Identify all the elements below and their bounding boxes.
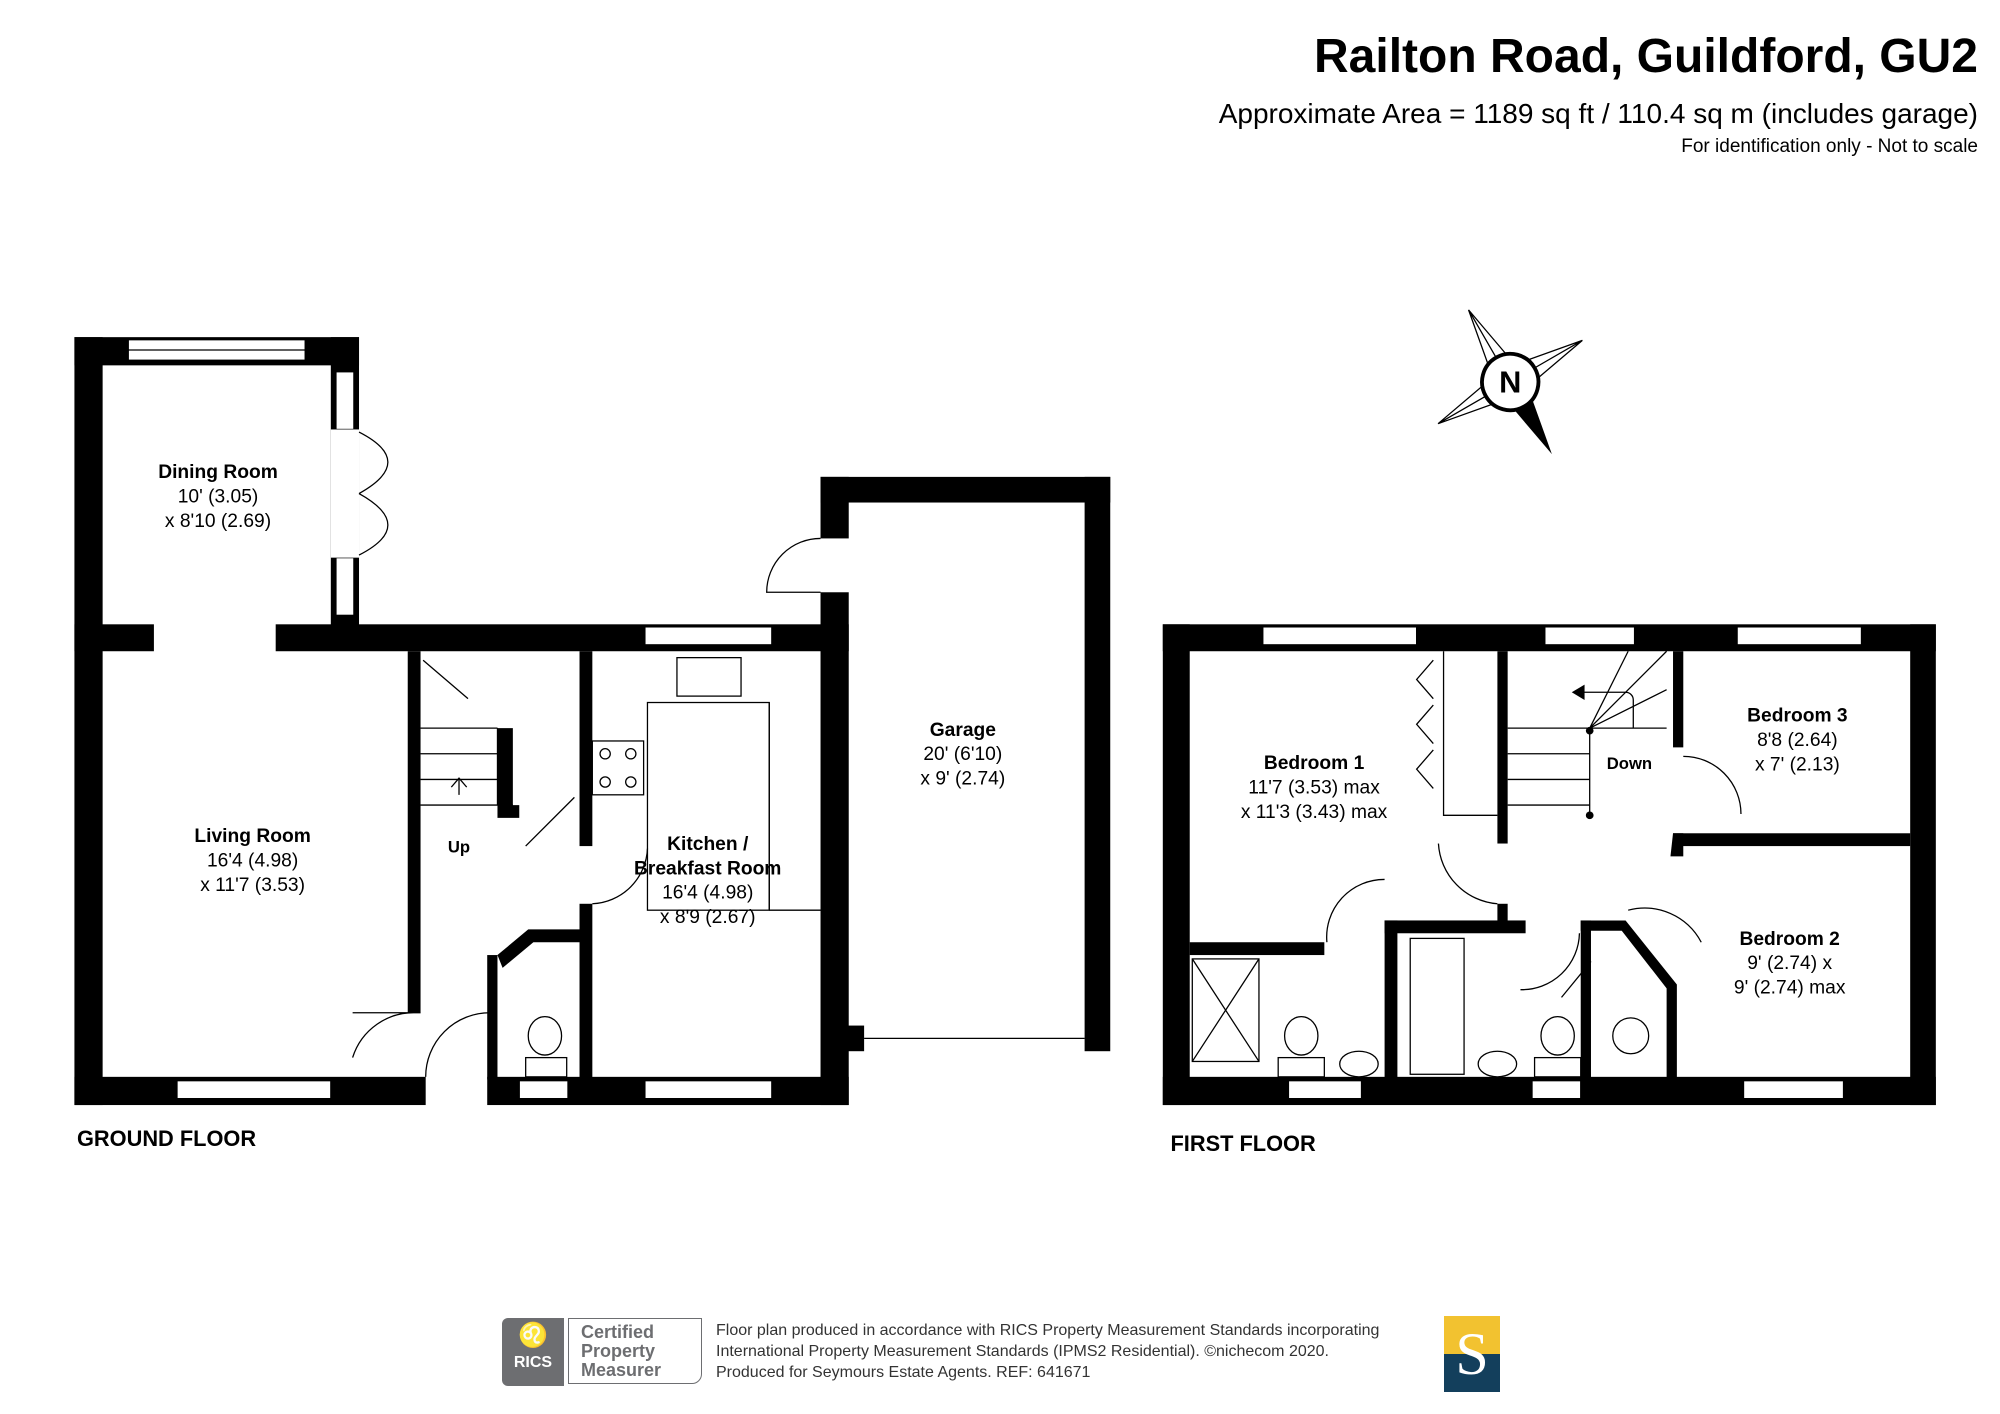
stairs-first: [1507, 650, 1668, 820]
room-name: Breakfast Room: [634, 858, 781, 879]
ground-floor-walls: [74, 337, 1111, 1106]
room-name: Garage: [930, 720, 997, 741]
stairs-label: Down: [1607, 754, 1652, 773]
room-dim: 8'8 (2.64): [1757, 730, 1838, 751]
stairs-label: Up: [448, 838, 470, 857]
room-dim: 16'4 (4.98): [662, 883, 753, 904]
stairs-ground: [420, 659, 520, 818]
cert-line: Certified: [581, 1322, 655, 1342]
room-dim: 10' (3.05): [178, 487, 259, 508]
footer-line: Produced for Seymours Estate Agents. REF…: [716, 1364, 1091, 1381]
room-name: Living Room: [194, 826, 310, 847]
cert-line: Property: [581, 1341, 656, 1361]
room-dim: x 9' (2.74): [920, 769, 1005, 790]
first-floor-walls: [1162, 624, 1936, 1106]
room-name: Dining Room: [158, 462, 278, 483]
property-title: Railton Road, Guildford, GU2: [1314, 30, 1978, 83]
footer-line: Floor plan produced in accordance with R…: [716, 1322, 1380, 1339]
compass-label: N: [1499, 364, 1521, 399]
room-dim: x 8'9 (2.67): [660, 907, 756, 928]
floor-label: GROUND FLOOR: [77, 1126, 256, 1151]
footer-text: Floor plan produced in accordance with R…: [716, 1320, 1436, 1383]
certified-badge: Certified Property Measurer: [568, 1318, 702, 1384]
header: Railton Road, Guildford, GU2 Approximate…: [1219, 28, 1978, 160]
room-dim: 11'7 (3.53) max: [1248, 778, 1380, 799]
room-name: Kitchen /: [667, 834, 749, 855]
first-floor-labels: Bedroom 1 11'7 (3.53) max x 11'3 (3.43) …: [1171, 706, 1848, 1156]
lion-icon: ♌: [518, 1322, 548, 1349]
rics-logo-text: RICS: [513, 1354, 553, 1371]
room-dim: x 11'3 (3.43) max: [1241, 802, 1388, 823]
room-dim: x 8'10 (2.69): [165, 511, 271, 532]
approximate-area: Approximate Area = 1189 sq ft / 110.4 sq…: [1218, 98, 1978, 129]
floor-label: FIRST FLOOR: [1171, 1131, 1316, 1156]
cert-line: Measurer: [581, 1360, 662, 1380]
room-dim: x 11'7 (3.53): [200, 875, 305, 896]
room-dim: 9' (2.74) max: [1734, 978, 1846, 999]
rics-logo: ♌ RICS: [502, 1318, 564, 1386]
seymours-logo-letter: S: [1455, 1321, 1489, 1387]
room-name: Bedroom 1: [1264, 753, 1365, 774]
ground-floor-labels: Dining Room 10' (3.05) x 8'10 (2.69) Liv…: [77, 462, 1005, 1151]
room-dim: x 7' (2.13): [1755, 754, 1840, 775]
room-dim: 16'4 (4.98): [207, 851, 298, 872]
scale-note: For identification only - Not to scale: [1681, 136, 1978, 157]
seymours-logo: S: [1444, 1316, 1500, 1392]
room-name: Bedroom 2: [1739, 929, 1839, 950]
footer-line: International Property Measurement Stand…: [716, 1343, 1329, 1360]
room-dim: 20' (6'10): [923, 744, 1002, 765]
room-dim: 9' (2.74) x: [1747, 953, 1832, 974]
north-arrow-icon: N: [1437, 309, 1583, 455]
room-name: Bedroom 3: [1747, 706, 1847, 727]
